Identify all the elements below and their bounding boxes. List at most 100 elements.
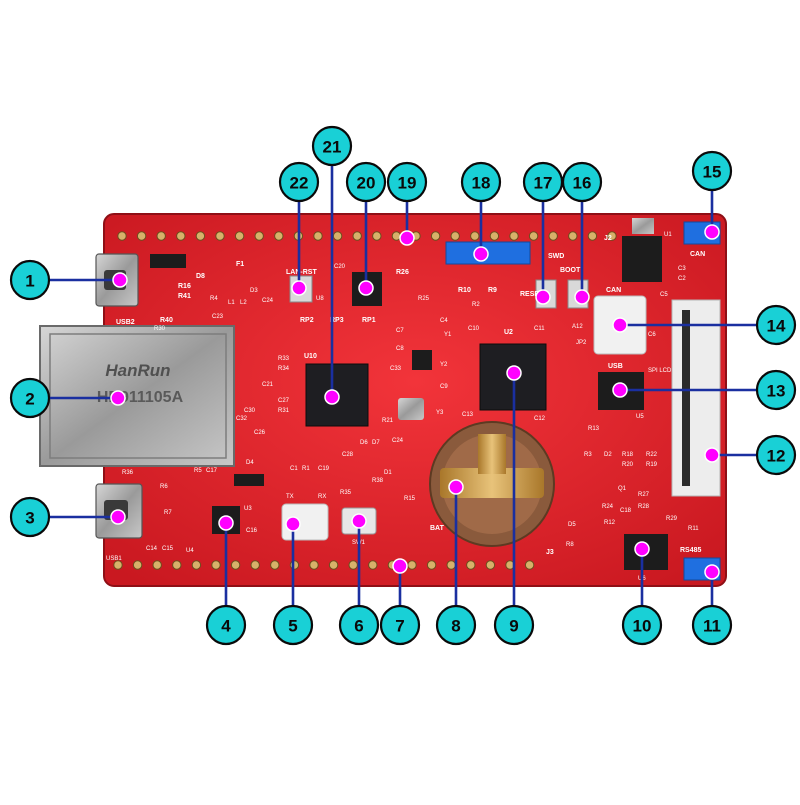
silk-lan-rst: LAN-RST: [286, 269, 317, 276]
silk-c17: C17: [206, 468, 218, 474]
header-pin: [587, 231, 598, 241]
header-pin: [450, 231, 460, 241]
silk-c1: C1: [290, 466, 298, 472]
callout-21: 21: [311, 125, 353, 405]
header-pin: [172, 560, 182, 570]
silk-r36: R36: [122, 470, 134, 476]
silk-jp2: JP2: [576, 340, 587, 346]
silk-d3: D3: [250, 288, 258, 294]
header-pin: [176, 231, 186, 241]
silk-c24: C24: [262, 298, 274, 304]
callout-badge: [205, 604, 247, 646]
header-pin: [211, 560, 221, 570]
callout-14: 14: [612, 304, 797, 346]
callout-13: 13: [612, 369, 797, 411]
silk-c12: C12: [534, 416, 546, 422]
callout-10: 10: [621, 541, 663, 646]
silk-d8: D8: [196, 273, 205, 280]
callout-badge: [9, 496, 51, 538]
coin-cell-holder: [429, 421, 555, 547]
silk-rp1: RP1: [362, 317, 376, 324]
callout-number: 18: [472, 174, 491, 193]
silk-c19: C19: [318, 466, 330, 472]
silk-can-top: CAN: [690, 251, 705, 258]
callout-number: 9: [509, 617, 518, 636]
callout-number: 2: [25, 390, 34, 409]
callout-marker-dot: [218, 515, 234, 531]
header-pin: [352, 231, 362, 241]
callout-marker-dot: [291, 280, 307, 296]
diode-d8: [150, 254, 186, 268]
silk-tx: TX: [286, 494, 294, 500]
callout-number: 5: [288, 617, 297, 636]
callout-badge: [755, 304, 797, 346]
silk-c23: C23: [212, 314, 224, 320]
silk-r20: R20: [622, 462, 634, 468]
header-pin: [607, 231, 617, 241]
silk-r12: R12: [604, 520, 616, 526]
header-pin: [230, 560, 241, 570]
voltage-regulator: [622, 236, 662, 282]
callout-badge: [460, 161, 502, 203]
silk-c3: C3: [678, 266, 686, 272]
crystal-y3: [398, 398, 424, 420]
callout-badge: [691, 150, 733, 192]
callout-number: 15: [703, 163, 722, 182]
callout-marker-dot: [112, 272, 128, 288]
silk-c2: C2: [678, 276, 686, 282]
silk-rs485: RS485: [680, 547, 702, 554]
callout-marker-dot: [704, 224, 720, 240]
silk-usb: USB: [608, 363, 623, 370]
silk-c20: C20: [334, 264, 346, 270]
silk-u3: U3: [244, 506, 252, 512]
silk-r13: R13: [588, 426, 600, 432]
silk-u5: U5: [636, 414, 644, 420]
silk-r2: R2: [472, 302, 480, 308]
header-pin: [195, 231, 206, 241]
callout-badge: [9, 377, 51, 419]
silk-r38: R38: [372, 478, 384, 484]
callout-3: 3: [9, 496, 126, 538]
header-pin: [191, 560, 202, 570]
header-pin: [372, 231, 382, 241]
callout-marker-dot: [704, 564, 720, 580]
silk-d6: D6: [360, 440, 368, 446]
callout-17: 17: [522, 161, 564, 305]
callout-badge: [278, 161, 320, 203]
callout-22: 22: [278, 161, 320, 296]
silk-y1: Y1: [444, 332, 452, 338]
silk-d7: D7: [372, 440, 380, 446]
callout-20: 20: [345, 161, 387, 296]
silk-r27: R27: [638, 492, 650, 498]
silk-c33: C33: [390, 366, 402, 372]
silk-r41: R41: [178, 293, 191, 300]
callout-number: 10: [633, 617, 652, 636]
callout-marker-dot: [473, 246, 489, 262]
callout-4: 4: [205, 515, 247, 646]
callout-1: 1: [9, 259, 128, 301]
jack-brand-text: HanRun: [105, 361, 170, 380]
callout-number: 6: [354, 617, 363, 636]
callout-marker-dot: [448, 479, 464, 495]
header-pin: [289, 560, 300, 570]
header-pin: [509, 231, 519, 241]
callout-7: 7: [379, 558, 421, 646]
callout-badge: [311, 125, 353, 167]
silk-c28: C28: [342, 452, 354, 458]
silk-c13: C13: [462, 412, 474, 418]
silk-can-mid: CAN: [606, 287, 621, 294]
callout-number: 8: [451, 617, 460, 636]
header-pin: [250, 560, 260, 570]
silk-c15: C15: [162, 546, 174, 552]
silk-r22: R22: [646, 452, 658, 458]
silk-r24: R24: [602, 504, 614, 510]
silk-l2: L2: [240, 300, 247, 306]
callout-number: 20: [357, 174, 376, 193]
silk-reset: RESET: [520, 291, 544, 298]
silk-rx: RX: [318, 494, 326, 500]
callout-11: 11: [691, 564, 733, 646]
silk-c6: C6: [648, 332, 656, 338]
silk-r18: R18: [622, 452, 634, 458]
callout-2: 2: [9, 377, 126, 419]
header-pin: [528, 231, 539, 241]
